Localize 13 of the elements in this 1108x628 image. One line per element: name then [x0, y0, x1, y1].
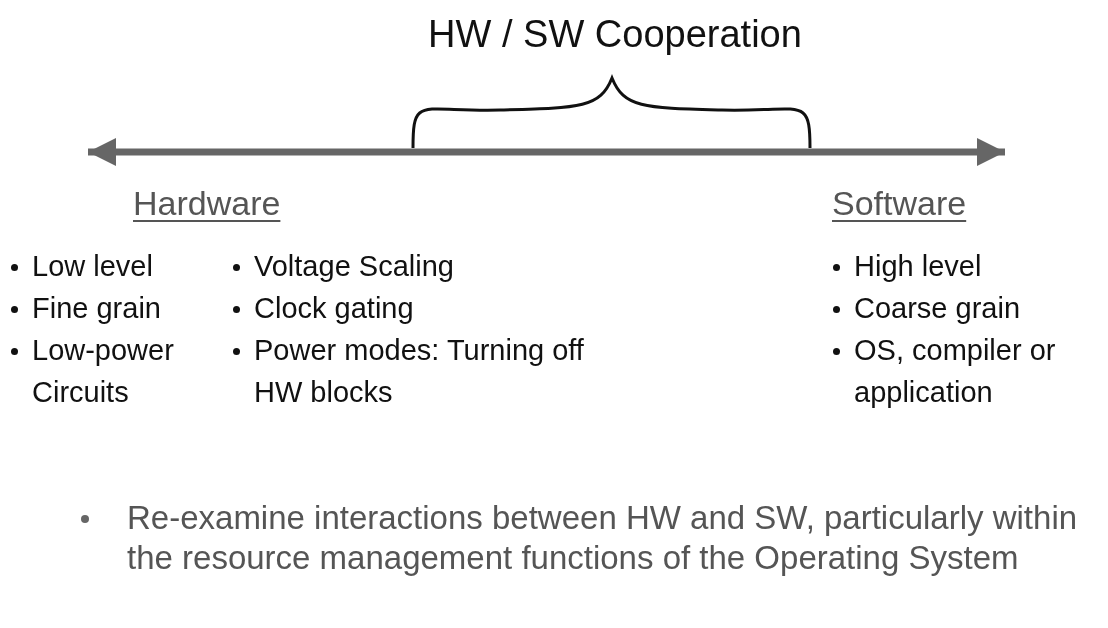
bullet-item: Fine grain	[32, 292, 161, 324]
bullet-item: Power modes: Turning off HW blocks	[254, 334, 584, 408]
bullet-item: Voltage Scaling	[254, 250, 454, 282]
section-heading: Software	[832, 183, 967, 224]
bullet-item: OS, compiler or application	[854, 334, 1056, 408]
bullet-item: Low level	[32, 250, 153, 282]
bullet-item: Clock gating	[254, 292, 414, 324]
bullet-item: Low-power Circuits	[32, 334, 174, 408]
title: HW / SW Cooperation	[427, 12, 803, 56]
bullet-item: High level	[854, 250, 982, 282]
section-heading: Hardware	[133, 183, 281, 224]
bullet-item: Coarse grain	[854, 292, 1021, 324]
bullet-note: Re-examine interactions between HW and SW, particularly within the resource management functions of the Operating System	[127, 499, 1078, 576]
